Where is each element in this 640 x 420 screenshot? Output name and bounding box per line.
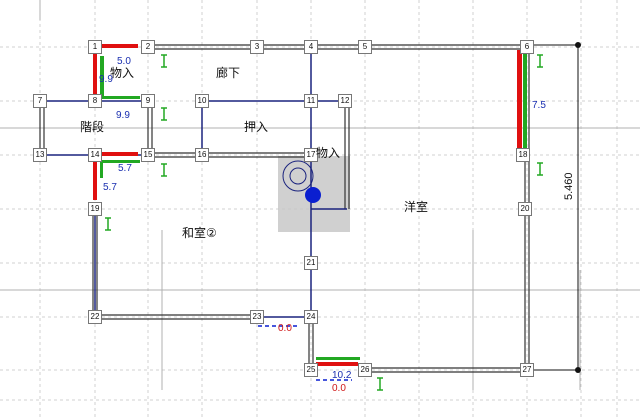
node-26[interactable]: 26 bbox=[358, 363, 372, 377]
node-10[interactable]: 10 bbox=[195, 94, 209, 108]
node-8[interactable]: 8 bbox=[88, 94, 102, 108]
node-12[interactable]: 12 bbox=[338, 94, 352, 108]
node-2[interactable]: 2 bbox=[141, 40, 155, 54]
dim-label: 5.7 bbox=[103, 182, 117, 193]
dim-label: 5.7 bbox=[118, 163, 132, 174]
dim-label: 10.2 bbox=[332, 370, 352, 381]
position-marker bbox=[305, 187, 321, 203]
node-16[interactable]: 16 bbox=[195, 148, 209, 162]
room-label-corridor: 廊下 bbox=[216, 66, 241, 80]
grid-major bbox=[0, 0, 640, 390]
node-7[interactable]: 7 bbox=[33, 94, 47, 108]
room-label-storage-mid: 物入 bbox=[316, 146, 341, 160]
room-label-youshitsu: 洋室 bbox=[404, 200, 429, 214]
room-label-washitsu: 和室② bbox=[182, 226, 217, 240]
dim-label: 5.0 bbox=[117, 56, 131, 67]
node-25[interactable]: 25 bbox=[304, 363, 318, 377]
node-21[interactable]: 21 bbox=[304, 256, 318, 270]
node-4[interactable]: 4 bbox=[304, 40, 318, 54]
room-label-closet: 押入 bbox=[244, 120, 269, 134]
node-14[interactable]: 14 bbox=[88, 148, 102, 162]
overall-dimension-label: 5.460 bbox=[563, 172, 575, 200]
room-label-stairs: 階段 bbox=[80, 120, 105, 134]
node-1[interactable]: 1 bbox=[88, 40, 102, 54]
node-23[interactable]: 23 bbox=[250, 310, 264, 324]
partition-lines bbox=[40, 47, 347, 318]
node-15[interactable]: 15 bbox=[141, 148, 155, 162]
green-height-marker-icon bbox=[105, 54, 543, 391]
dim-label: 0.0 bbox=[332, 383, 346, 394]
overall-dimension-line bbox=[530, 44, 580, 371]
node-18[interactable]: 18 bbox=[516, 148, 530, 162]
dim-label: 7.5 bbox=[532, 100, 546, 111]
circle-target-icon bbox=[282, 160, 314, 192]
node-22[interactable]: 22 bbox=[88, 310, 102, 324]
dim-label: 9.9 bbox=[99, 74, 113, 85]
node-19[interactable]: 19 bbox=[88, 202, 102, 216]
node-17[interactable]: 17 bbox=[304, 148, 318, 162]
node-9[interactable]: 9 bbox=[141, 94, 155, 108]
node-11[interactable]: 11 bbox=[304, 94, 318, 108]
node-13[interactable]: 13 bbox=[33, 148, 47, 162]
room-label-storage-top: 物入 bbox=[110, 66, 135, 80]
walls bbox=[39, 44, 530, 373]
node-27[interactable]: 27 bbox=[520, 363, 534, 377]
green-dimension-bars bbox=[100, 52, 527, 360]
dim-label: 0.0 bbox=[278, 323, 292, 334]
node-24[interactable]: 24 bbox=[304, 310, 318, 324]
red-dimension-bars bbox=[93, 44, 522, 366]
dim-label: 9.9 bbox=[116, 110, 130, 121]
node-6[interactable]: 6 bbox=[520, 40, 534, 54]
dashed-markers bbox=[258, 325, 352, 381]
node-20[interactable]: 20 bbox=[518, 202, 532, 216]
node-5[interactable]: 5 bbox=[358, 40, 372, 54]
node-3[interactable]: 3 bbox=[250, 40, 264, 54]
